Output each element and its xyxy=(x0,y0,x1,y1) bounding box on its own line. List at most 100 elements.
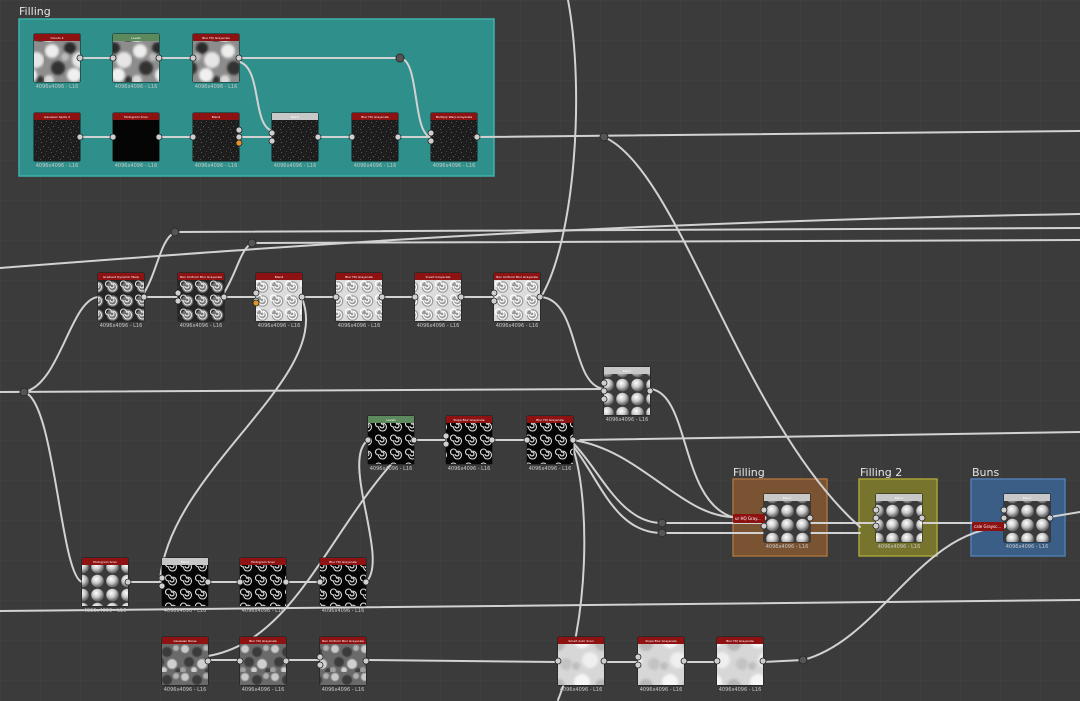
output-socket[interactable] xyxy=(314,133,322,141)
output-socket[interactable] xyxy=(646,387,654,395)
reroute-dot[interactable] xyxy=(599,132,609,142)
node-header[interactable] xyxy=(876,494,922,501)
output-socket[interactable] xyxy=(410,436,418,444)
input-socket[interactable] xyxy=(554,657,562,665)
output-socket[interactable] xyxy=(806,514,814,522)
input-socket[interactable] xyxy=(236,578,244,586)
input-socket[interactable] xyxy=(316,578,324,586)
wire[interactable] xyxy=(174,227,1080,233)
input-socket[interactable] xyxy=(332,293,340,301)
input-socket[interactable] xyxy=(872,522,880,530)
wire[interactable] xyxy=(540,0,578,298)
output-socket[interactable] xyxy=(235,133,243,141)
node-header[interactable] xyxy=(604,367,650,374)
wire[interactable] xyxy=(477,130,1080,138)
output-socket[interactable] xyxy=(918,514,926,522)
input-socket[interactable] xyxy=(442,440,450,448)
output-socket[interactable] xyxy=(394,133,402,141)
input-socket[interactable] xyxy=(1000,506,1008,514)
output-socket[interactable] xyxy=(362,657,370,665)
output-socket[interactable] xyxy=(155,54,163,62)
output-socket[interactable] xyxy=(362,578,370,586)
output-socket[interactable] xyxy=(204,578,212,586)
output-socket[interactable] xyxy=(155,133,163,141)
optional-socket[interactable] xyxy=(252,299,260,307)
node-header[interactable] xyxy=(527,416,573,423)
reroute-dot[interactable] xyxy=(395,53,405,63)
node-header[interactable] xyxy=(162,558,208,565)
input-socket[interactable] xyxy=(236,657,244,665)
node-header[interactable] xyxy=(82,558,128,565)
frame-f1[interactable]: Filling xyxy=(18,5,495,177)
wire[interactable] xyxy=(1049,511,1080,518)
wire[interactable] xyxy=(23,391,83,583)
reroute-dot[interactable] xyxy=(170,227,180,237)
wire[interactable] xyxy=(572,445,861,534)
input-socket[interactable] xyxy=(600,395,608,403)
output-socket[interactable] xyxy=(298,293,306,301)
wire[interactable] xyxy=(762,526,1005,663)
output-socket[interactable] xyxy=(204,657,212,665)
wire[interactable] xyxy=(239,61,273,132)
input-socket[interactable] xyxy=(174,289,182,297)
node-header[interactable] xyxy=(193,113,239,120)
wire[interactable] xyxy=(0,388,605,393)
output-socket[interactable] xyxy=(76,54,84,62)
node-header[interactable] xyxy=(431,113,477,120)
input-socket[interactable] xyxy=(600,387,608,395)
input-socket[interactable] xyxy=(158,574,166,582)
node-header[interactable] xyxy=(98,273,144,280)
input-socket[interactable] xyxy=(316,661,324,669)
node-header[interactable] xyxy=(193,34,239,41)
output-socket[interactable] xyxy=(680,657,688,665)
input-socket[interactable] xyxy=(364,436,372,444)
node-header[interactable] xyxy=(336,273,382,280)
input-socket[interactable] xyxy=(427,129,435,137)
input-socket[interactable] xyxy=(760,522,768,530)
output-socket[interactable] xyxy=(76,133,84,141)
input-socket[interactable] xyxy=(109,54,117,62)
input-socket[interactable] xyxy=(109,133,117,141)
wire[interactable] xyxy=(159,300,307,581)
output-socket[interactable] xyxy=(600,657,608,665)
reroute-dot[interactable] xyxy=(798,655,808,665)
node-header[interactable] xyxy=(1004,494,1050,501)
output-socket[interactable] xyxy=(124,578,132,586)
wire[interactable] xyxy=(358,439,374,583)
input-socket[interactable] xyxy=(189,133,197,141)
output-socket[interactable] xyxy=(457,293,465,301)
input-socket[interactable] xyxy=(1000,514,1008,522)
output-socket[interactable] xyxy=(235,54,243,62)
node-header[interactable] xyxy=(717,637,763,644)
wire[interactable] xyxy=(0,599,1080,612)
reroute-dot[interactable] xyxy=(657,528,667,538)
node-header[interactable] xyxy=(113,113,159,120)
node-header[interactable] xyxy=(446,416,492,423)
wire[interactable] xyxy=(365,659,559,663)
input-socket[interactable] xyxy=(252,289,260,297)
input-socket[interactable] xyxy=(713,657,721,665)
output-socket[interactable] xyxy=(282,657,290,665)
wire[interactable] xyxy=(603,136,861,528)
input-socket[interactable] xyxy=(872,506,880,514)
pin-label-p1[interactable]: ur HQ Gray... xyxy=(733,514,765,523)
